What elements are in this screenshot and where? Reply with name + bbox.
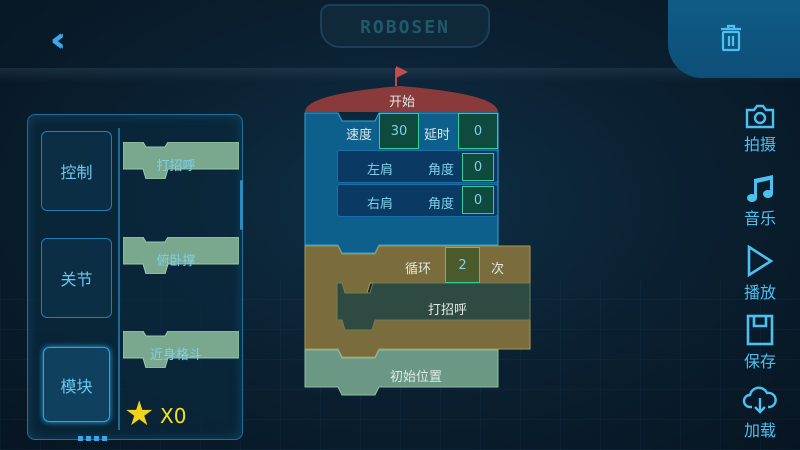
loop-body-block-label[interactable]: 打招呼 bbox=[428, 303, 468, 318]
angle-label: 角度 bbox=[428, 163, 455, 178]
block-label: 俯卧撑 bbox=[156, 254, 196, 269]
angle-label: 角度 bbox=[428, 197, 455, 212]
cloud-download-icon bbox=[742, 386, 777, 414]
delay-label: 延时 bbox=[424, 128, 451, 143]
flag-icon bbox=[395, 66, 408, 86]
delay-input[interactable]: 0 bbox=[458, 113, 498, 149]
category-label: 关节 bbox=[60, 270, 93, 289]
robosen-logo: ROBOSEN bbox=[320, 4, 490, 48]
loop-count-input[interactable]: 2 bbox=[445, 247, 480, 283]
palette-block-pushup[interactable]: 俯卧撑 bbox=[123, 237, 239, 274]
reset-block-shape bbox=[304, 349, 499, 396]
category-label: 模块 bbox=[60, 376, 93, 396]
palette-block-greet[interactable]: 打招呼 bbox=[123, 142, 239, 179]
block-label: 近身格斗 bbox=[149, 348, 202, 363]
loop-unit: 次 bbox=[491, 262, 505, 277]
program-blocks-shapes bbox=[304, 66, 531, 396]
camera-button[interactable]: 拍摄 bbox=[730, 103, 790, 155]
chevrons-left-icon: ‹‹ bbox=[50, 20, 66, 60]
left-shoulder-angle-input[interactable]: 0 bbox=[462, 153, 494, 181]
joint-name: 右肩 bbox=[367, 197, 394, 212]
loop-label: 循环 bbox=[405, 262, 432, 277]
music-label: 音乐 bbox=[743, 209, 776, 228]
music-icon bbox=[747, 175, 773, 202]
camera-icon bbox=[745, 104, 775, 129]
trash-button[interactable] bbox=[668, 0, 800, 78]
star-count: X0 bbox=[160, 404, 187, 428]
speed-label: 速度 bbox=[346, 128, 373, 143]
palette-divider bbox=[118, 128, 120, 430]
start-block-label[interactable]: 开始 bbox=[389, 95, 416, 110]
load-label: 加载 bbox=[743, 421, 776, 440]
reset-block-label[interactable]: 初始位置 bbox=[390, 370, 443, 385]
block-label: 打招呼 bbox=[156, 159, 196, 174]
category-module[interactable]: 模块 bbox=[43, 347, 110, 422]
panel-indicator bbox=[78, 436, 108, 441]
joint-name: 左肩 bbox=[367, 163, 394, 178]
category-label: 控制 bbox=[60, 163, 93, 182]
start-block-shape bbox=[305, 86, 498, 112]
loop-body-block-shape bbox=[336, 282, 531, 331]
save-icon bbox=[746, 314, 774, 346]
right-shoulder-angle-input[interactable]: 0 bbox=[462, 186, 494, 214]
palette-block-melee[interactable]: 近身格斗 bbox=[123, 331, 239, 368]
speed-input[interactable]: 30 bbox=[379, 113, 419, 149]
palette-scrollbar[interactable] bbox=[240, 180, 243, 230]
category-joint[interactable]: 关节 bbox=[41, 238, 112, 318]
back-button[interactable]: ‹‹ bbox=[50, 20, 66, 60]
save-label: 保存 bbox=[743, 352, 776, 371]
category-control[interactable]: 控制 bbox=[41, 131, 112, 211]
star-icon: ★ bbox=[124, 394, 155, 434]
music-button[interactable]: 音乐 bbox=[730, 173, 790, 229]
play-label: 播放 bbox=[743, 283, 776, 302]
motion-block-shape bbox=[304, 112, 499, 254]
load-button[interactable]: 加载 bbox=[730, 385, 790, 441]
play-icon bbox=[747, 245, 774, 277]
camera-label: 拍摄 bbox=[743, 135, 776, 154]
trash-icon bbox=[721, 24, 741, 52]
save-button[interactable]: 保存 bbox=[730, 314, 790, 372]
play-button[interactable]: 播放 bbox=[730, 245, 790, 303]
